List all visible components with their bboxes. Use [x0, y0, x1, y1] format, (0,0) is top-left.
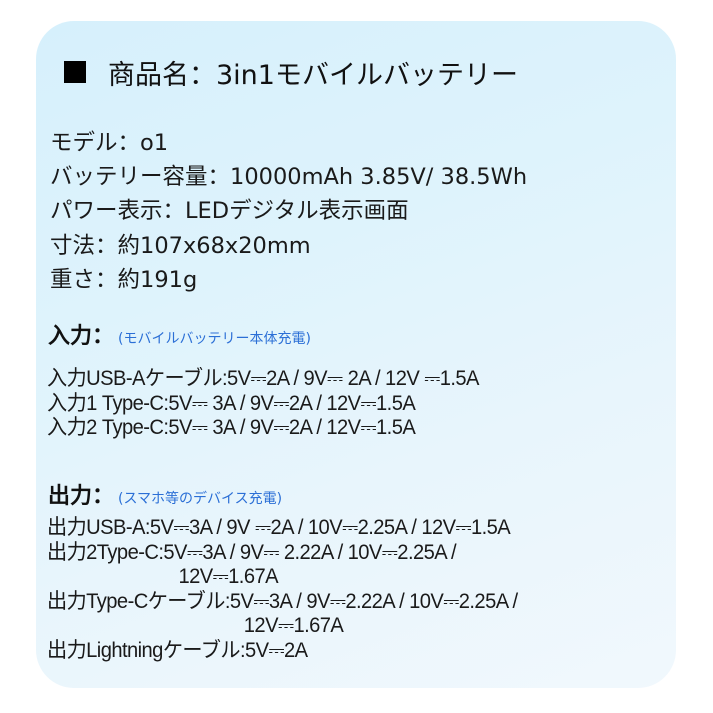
- product-title: 商品名：3in1モバイルバッテリー: [64, 52, 518, 92]
- input-line: 入力USB-Aケーブル:5V⎓2A / 9V⎓ 2A / 12V ⎓1.5A: [47, 367, 479, 390]
- output-heading: 出力： (スマホ等のデバイス充電): [48, 478, 282, 510]
- output-heading-label: 出力：: [48, 484, 115, 509]
- output-line: 出力2Type-C:5V⎓3A / 9V⎓ 2.22A / 10V⎓2.25A …: [47, 540, 457, 564]
- output-list: 出力USB-A:5V⎓3A / 9V ⎓2A / 10V⎓2.25A / 12V…: [47, 516, 537, 663]
- spec-dimensions: 寸法：約107x68x20mm: [50, 232, 311, 259]
- spec-weight: 重さ：約191g: [50, 266, 198, 293]
- output-line-continuation: 12V⎓1.67A: [243, 614, 344, 637]
- spec-power-display: パワー表示：LEDデジタル表示画面: [50, 198, 409, 225]
- black-square-icon: [64, 61, 86, 83]
- input-heading-label: 入力：: [48, 324, 115, 349]
- spec-capacity: バッテリー容量：10000mAh 3.85V/ 38.5Wh: [50, 164, 528, 191]
- output-line-continuation: 12V⎓1.67A: [178, 565, 279, 588]
- spec-model: モデル：o1: [50, 130, 169, 156]
- spec-card: [36, 21, 676, 688]
- input-line: 入力1 Type-C:5V⎓ 3A / 9V⎓2A / 12V⎓1.5A: [47, 391, 416, 415]
- output-heading-note: (スマホ等のデバイス充電): [118, 491, 283, 507]
- output-line: 出力USB-A:5V⎓3A / 9V ⎓2A / 10V⎓2.25A / 12V…: [47, 516, 511, 539]
- input-heading: 入力： (モバイルバッテリー本体充電): [48, 318, 311, 350]
- output-line: 出力Lightningケーブル:5V⎓2A: [47, 638, 308, 662]
- input-line: 入力2 Type-C:5V⎓ 3A / 9V⎓2A / 12V⎓1.5A: [47, 416, 416, 439]
- output-line: 出力Type-Cケーブル:5V⎓3A / 9V⎓2.22A / 10V⎓2.25…: [47, 589, 518, 613]
- product-title-text: 商品名：3in1モバイルバッテリー: [108, 59, 518, 91]
- input-list: 入力USB-Aケーブル:5V⎓2A / 9V⎓ 2A / 12V ⎓1.5A 入…: [47, 367, 497, 441]
- input-heading-note: (モバイルバッテリー本体充電): [118, 331, 311, 347]
- spec-list: モデル：o1 バッテリー容量：10000mAh 3.85V/ 38.5Wh パワ…: [50, 126, 527, 297]
